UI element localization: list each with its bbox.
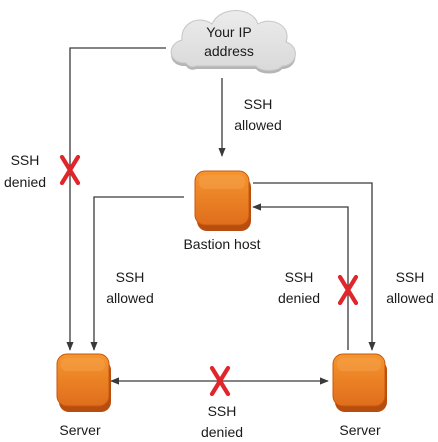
internet-label-line1: Your IP [206, 24, 251, 40]
edge-label-server-right-to-bastion: SSH denied [278, 269, 320, 306]
server-left-node: Server [56, 353, 111, 438]
x-icon [337, 274, 359, 306]
edge-label-bastion-to-server-left: SSH allowed [106, 269, 153, 306]
edge-label-line2: allowed [106, 290, 153, 306]
server-left-label: Server [59, 422, 101, 438]
edge-label-server-to-server: SSH denied [201, 403, 243, 440]
bastion-host-node: Bastion host [183, 170, 261, 252]
edge-ip-to-server-left [66, 47, 166, 351]
edge-label-line2: denied [4, 174, 46, 190]
edge-server-right-to-bastion [252, 203, 349, 350]
edge-label-bastion-to-server-right: SSH allowed [386, 269, 433, 306]
server-right-node: Server [332, 353, 387, 438]
edge-bastion-to-server-right [253, 182, 376, 351]
edge-label-line1: SSH [116, 269, 145, 285]
edge-label-line1: SSH [11, 152, 40, 168]
edge-label-ip-to-server-left: SSH denied [4, 152, 46, 190]
edge-label-ip-to-bastion: SSH allowed [234, 96, 281, 133]
server-right-label: Server [339, 422, 381, 438]
internet-label-line2: address [204, 43, 254, 59]
cloud-icon [170, 10, 296, 74]
bastion-host-label: Bastion host [183, 236, 260, 252]
edge-label-line1: SSH [285, 269, 314, 285]
internet-node: Your IP address [170, 10, 296, 74]
ec2-instance-icon [56, 353, 111, 412]
edge-label-line2: allowed [234, 117, 281, 133]
x-icon [59, 154, 81, 186]
ec2-instance-icon [194, 170, 251, 231]
x-icon [209, 365, 231, 397]
edge-label-line2: denied [201, 424, 243, 440]
edge-label-line1: SSH [396, 269, 425, 285]
edge-label-line2: denied [278, 290, 320, 306]
edge-bastion-to-server-left [90, 196, 184, 351]
edge-label-line2: allowed [386, 290, 433, 306]
ec2-instance-icon [332, 353, 387, 412]
edge-label-line1: SSH [208, 403, 237, 419]
edge-label-line1: SSH [244, 96, 273, 112]
